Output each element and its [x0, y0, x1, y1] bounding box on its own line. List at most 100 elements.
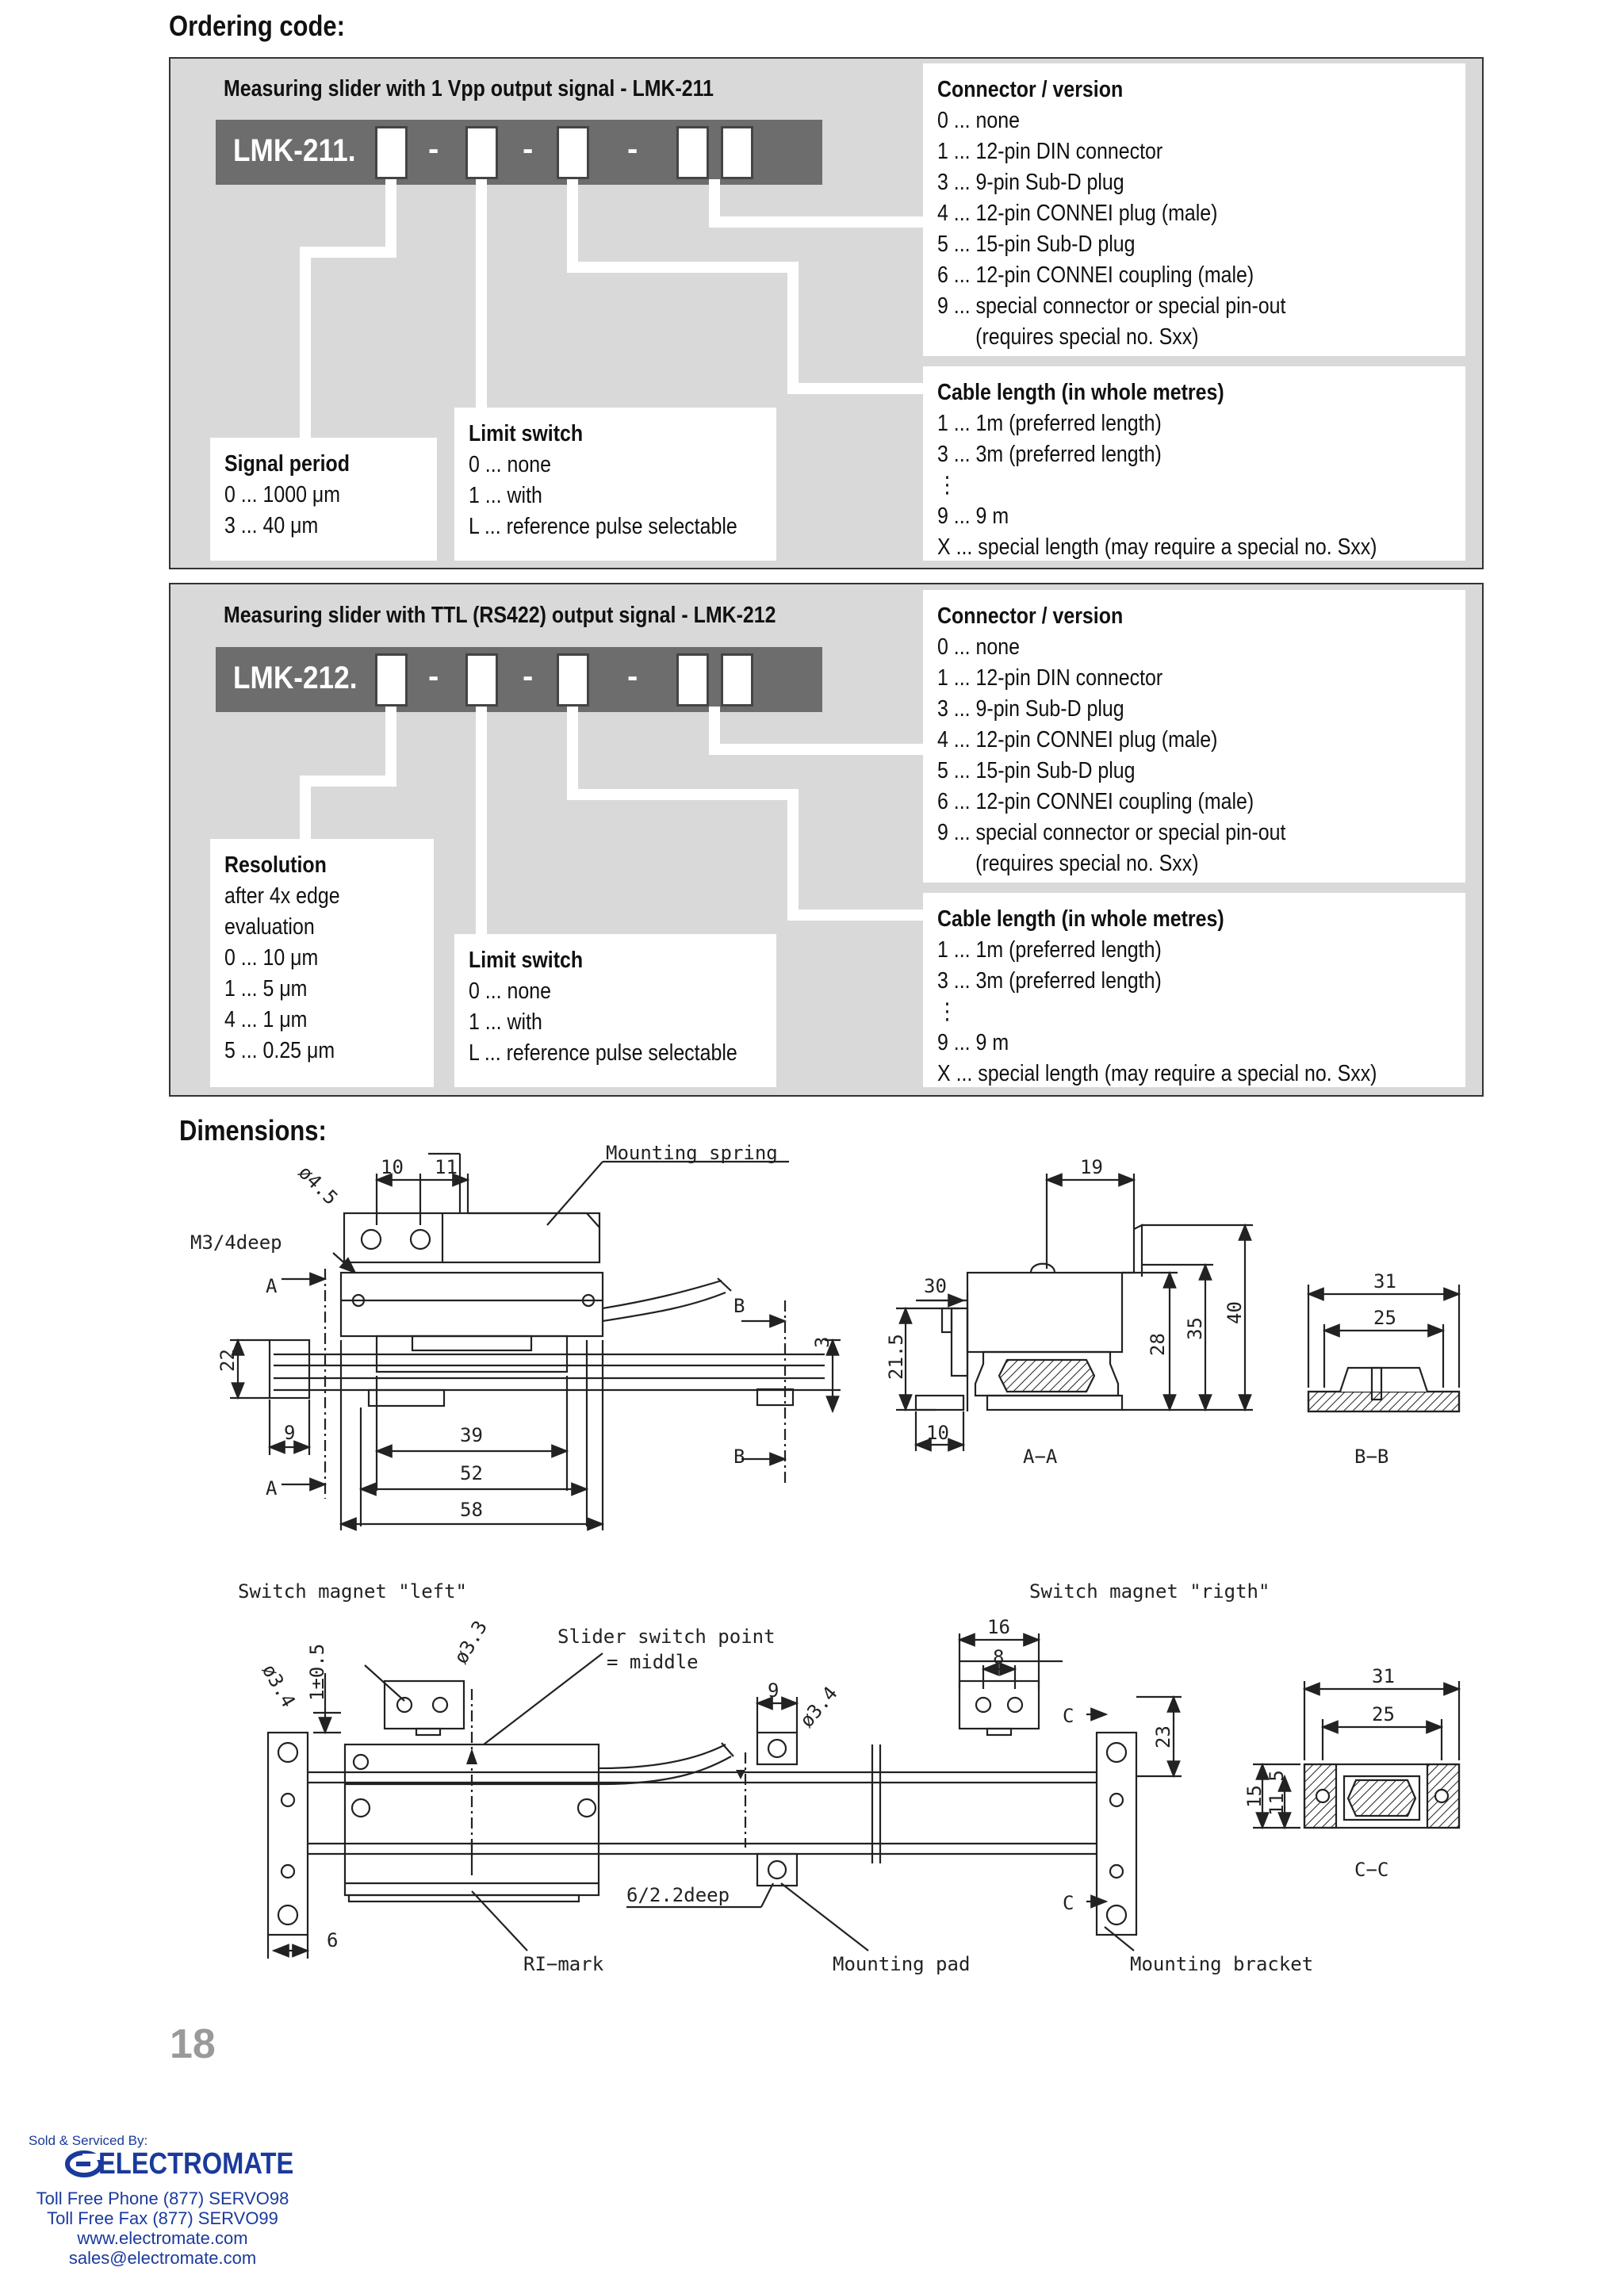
lmk211-signal-box: Signal period 0 ... 1000 μm 3 ... 40 μm [210, 438, 437, 561]
lmk211-title: Measuring slider with 1 Vpp output signa… [224, 76, 714, 101]
connector-title: Connector / version [937, 77, 1124, 102]
label-d1: 1±0.5 [306, 1644, 328, 1701]
label-d215: 21.5 [885, 1334, 907, 1380]
label-switch-right: Switch magnet "rigth" [1029, 1580, 1270, 1603]
lmk211-cable-slot-1[interactable] [676, 126, 709, 179]
electromate-logo-icon [65, 2150, 103, 2177]
list-item: ⋮ [937, 999, 957, 1024]
label-cc: C−C [1354, 1859, 1388, 1881]
label-d40: 40 [1224, 1301, 1246, 1324]
label-d25b: 25 [1372, 1703, 1395, 1725]
list-item: 9 ... 9 m [937, 504, 1009, 529]
label-d10: 10 [381, 1156, 404, 1178]
lmk212-code-label: LMK-212. [233, 661, 358, 695]
list-item: 4 ... 1 μm [224, 1007, 308, 1032]
label-d10b: 10 [926, 1422, 949, 1444]
label-deep: 6/2.2deep [626, 1884, 730, 1906]
footer-contact: Toll Free Phone (877) SERVO98 Toll Free … [16, 2189, 309, 2268]
label-ri: RI−mark [523, 1953, 604, 1975]
label-d6: 6 [327, 1929, 338, 1951]
lmk211-connector-box: Connector / version 0 ... none 1 ... 12-… [923, 63, 1465, 356]
footer-fax: Toll Free Fax (877) SERVO99 [47, 2208, 278, 2228]
lmk211-cable-box: Cable length (in whole metres) 1 ... 1m … [923, 366, 1465, 561]
list-item: evaluation [224, 914, 315, 940]
lmk211-connector-lines [300, 179, 923, 438]
limit-switch-title: Limit switch [469, 948, 584, 973]
label-phi34b: ø3.4 [795, 1683, 842, 1732]
lmk211-connector-slot[interactable] [557, 126, 589, 179]
label-d23: 23 [1152, 1725, 1174, 1748]
list-item: 0 ... none [937, 108, 1021, 133]
list-item: 0 ... none [469, 452, 552, 477]
lmk211-code-label: LMK-211. [233, 133, 356, 168]
list-item: 4 ... 12-pin CONNEI plug (male) [937, 727, 1218, 753]
label-d22: 22 [216, 1349, 239, 1372]
label-d3: 3 [811, 1337, 833, 1348]
ordering-code-heading: Ordering code: [169, 10, 345, 42]
label-bracket: Mounting bracket [1130, 1953, 1313, 1975]
label-d28: 28 [1147, 1333, 1169, 1356]
lmk212-resolution-slot[interactable] [375, 653, 408, 707]
lmk212-title: Measuring slider with TTL (RS422) output… [224, 603, 776, 628]
label-secB: B [733, 1295, 745, 1317]
list-item: 1 ... 1m (preferred length) [937, 937, 1162, 963]
footer-phone: Toll Free Phone (877) SERVO98 [36, 2189, 289, 2208]
label-d11: 11 [435, 1156, 458, 1178]
label-d9b: 9 [768, 1679, 779, 1702]
lmk212-cable-box: Cable length (in whole metres) 1 ... 1m … [923, 893, 1465, 1087]
page-number: 18 [170, 2021, 216, 2067]
list-item: X ... special length (may require a spec… [937, 1061, 1377, 1086]
limit-switch-title: Limit switch [469, 421, 584, 446]
list-item: 5 ... 0.25 μm [224, 1038, 335, 1063]
list-item: 3 ... 9-pin Sub-D plug [937, 696, 1124, 722]
label-slider-point: Slider switch point [557, 1626, 776, 1648]
label-d35: 35 [1184, 1317, 1206, 1340]
label-d19: 19 [1080, 1156, 1103, 1178]
label-secA: A [266, 1477, 278, 1499]
list-item: 0 ... 1000 μm [224, 482, 341, 507]
label-m3: M3/4deep [190, 1231, 282, 1254]
list-item: 3 ... 3m (preferred length) [937, 442, 1162, 467]
label-middle: = middle [607, 1651, 699, 1673]
lmk211-cable-slot-2[interactable] [721, 126, 753, 179]
label-secA: A [266, 1275, 278, 1297]
list-item: 9 ... special connector or special pin-o… [937, 293, 1286, 319]
list-item: 5 ... 15-pin Sub-D plug [937, 758, 1136, 783]
list-item: L ... reference pulse selectable [469, 514, 737, 539]
code-dash: - [523, 659, 534, 694]
code-dash: - [523, 132, 534, 167]
lmk212-cable-slot-1[interactable] [676, 653, 709, 707]
label-secC: C [1063, 1892, 1074, 1914]
label-bb: B−B [1354, 1446, 1388, 1468]
lmk212-limit-box: Limit switch 0 ... none 1 ... with L ...… [454, 934, 776, 1087]
label-phi33: ø3.3 [450, 1617, 492, 1668]
list-item: 0 ... none [937, 634, 1021, 660]
lmk211-limit-box: Limit switch 0 ... none 1 ... with L ...… [454, 408, 776, 561]
cable-title: Cable length (in whole metres) [937, 380, 1224, 405]
list-item: 9 ... special connector or special pin-o… [937, 820, 1286, 845]
footer-web-link[interactable]: www.electromate.com [77, 2228, 248, 2248]
code-dash: - [428, 132, 439, 167]
label-d31: 31 [1373, 1270, 1396, 1293]
list-item: X ... special length (may require a spec… [937, 534, 1377, 560]
connector-title: Connector / version [937, 603, 1124, 629]
label-d15: 15 [1243, 1785, 1266, 1808]
list-item: 6 ... 12-pin CONNEI coupling (male) [937, 789, 1254, 814]
label-d8: 8 [993, 1646, 1004, 1668]
list-item: (requires special no. Sxx) [975, 851, 1199, 876]
lmk211-signal-slot[interactable] [375, 126, 408, 179]
lmk212-connector-slot[interactable] [557, 653, 589, 707]
list-item: 5 ... 15-pin Sub-D plug [937, 232, 1136, 257]
cable-title: Cable length (in whole metres) [937, 906, 1224, 932]
label-secC: C [1063, 1705, 1074, 1727]
label-d30: 30 [924, 1275, 947, 1297]
label-d9: 9 [284, 1422, 295, 1444]
lmk212-cable-slot-2[interactable] [721, 653, 753, 707]
label-switch-left: Switch magnet "left" [238, 1580, 467, 1603]
signal-period-title: Signal period [224, 451, 350, 477]
footer-email-link[interactable]: sales@electromate.com [68, 2248, 257, 2268]
list-item: 9 ... 9 m [937, 1030, 1009, 1055]
list-item: 3 ... 9-pin Sub-D plug [937, 170, 1124, 195]
lmk212-limit-slot[interactable] [465, 653, 498, 707]
lmk211-limit-slot[interactable] [465, 126, 498, 179]
